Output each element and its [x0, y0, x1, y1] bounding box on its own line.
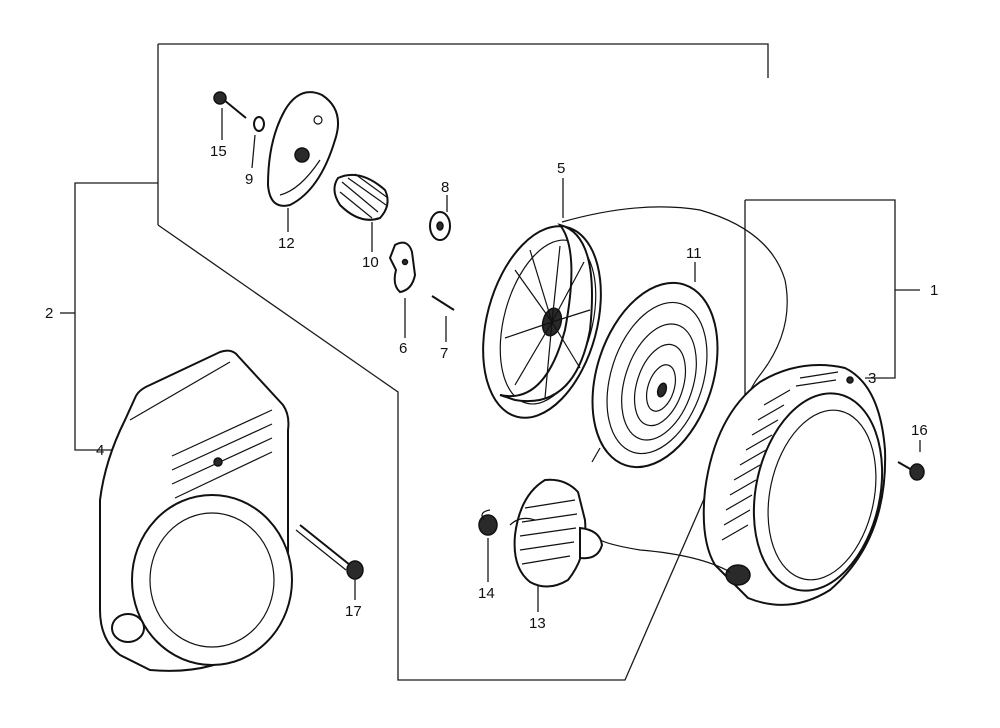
callout-4: 4 — [96, 442, 104, 459]
callout-10: 10 — [362, 254, 379, 271]
reel-5-part — [482, 178, 788, 461]
callout-1: 1 — [930, 282, 938, 299]
callout-5: 5 — [557, 160, 565, 177]
callout-6a: 6 — [399, 340, 407, 357]
recoil-spring-11-part — [591, 262, 719, 469]
callout-9: 9 — [245, 171, 253, 188]
callout-12: 12 — [278, 235, 295, 252]
starter-handle-13-part — [513, 478, 604, 612]
callout-14: 14 — [478, 585, 495, 602]
callout-8: 8 — [441, 179, 449, 196]
callout-3: 3 — [868, 370, 876, 387]
callout-16: 16 — [911, 422, 928, 439]
friction-plate-12-part — [266, 91, 339, 232]
ratchet-6-part — [388, 241, 417, 338]
pin-7-part — [431, 295, 455, 342]
callout-17: 17 — [345, 603, 362, 620]
bolt-15-part — [213, 91, 247, 140]
starter-case-3-part — [599, 364, 887, 606]
callout-11: 11 — [686, 245, 702, 262]
callout-7: 7 — [440, 345, 448, 362]
callout-13: 13 — [529, 615, 546, 632]
bolt-16-part — [897, 440, 925, 481]
callout-15: 15 — [210, 143, 227, 160]
washer-8-part — [429, 195, 451, 241]
callout-2: 2 — [45, 305, 53, 322]
fan-cover-part — [99, 349, 293, 672]
spring-10-part — [333, 173, 389, 252]
assembly-bracket-lines — [60, 43, 920, 681]
bolt-17-part — [295, 524, 364, 600]
rope-knot-14-part — [478, 509, 536, 582]
washer-9-part — [251, 116, 265, 169]
callout-labels: 1 2 3 4 5 6 7 8 9 10 11 12 13 14 15 16 1… — [45, 143, 938, 632]
